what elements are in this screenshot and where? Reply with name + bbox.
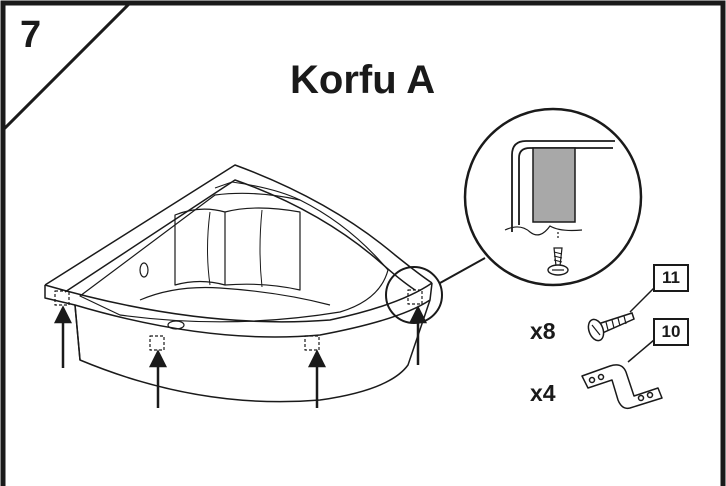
product-title: Korfu A xyxy=(290,58,436,102)
part-10-leader xyxy=(627,339,655,363)
step-corner-divider xyxy=(1,1,132,132)
callout-leader xyxy=(439,257,486,284)
part-quantity: x8 xyxy=(530,318,556,344)
step-number: 7 xyxy=(20,14,42,56)
mounting-bracket-icon xyxy=(581,364,663,410)
screw-icon xyxy=(587,312,635,342)
bathtub-drawing xyxy=(44,164,433,403)
part-number-label: 10 xyxy=(653,318,689,346)
detail-callout-small xyxy=(385,266,443,324)
fixing-arrows xyxy=(53,305,428,408)
part-quantity: x4 xyxy=(530,380,556,406)
part-number-label: 11 xyxy=(653,264,689,292)
part-11-leader xyxy=(629,287,655,313)
detail-view xyxy=(504,140,615,276)
